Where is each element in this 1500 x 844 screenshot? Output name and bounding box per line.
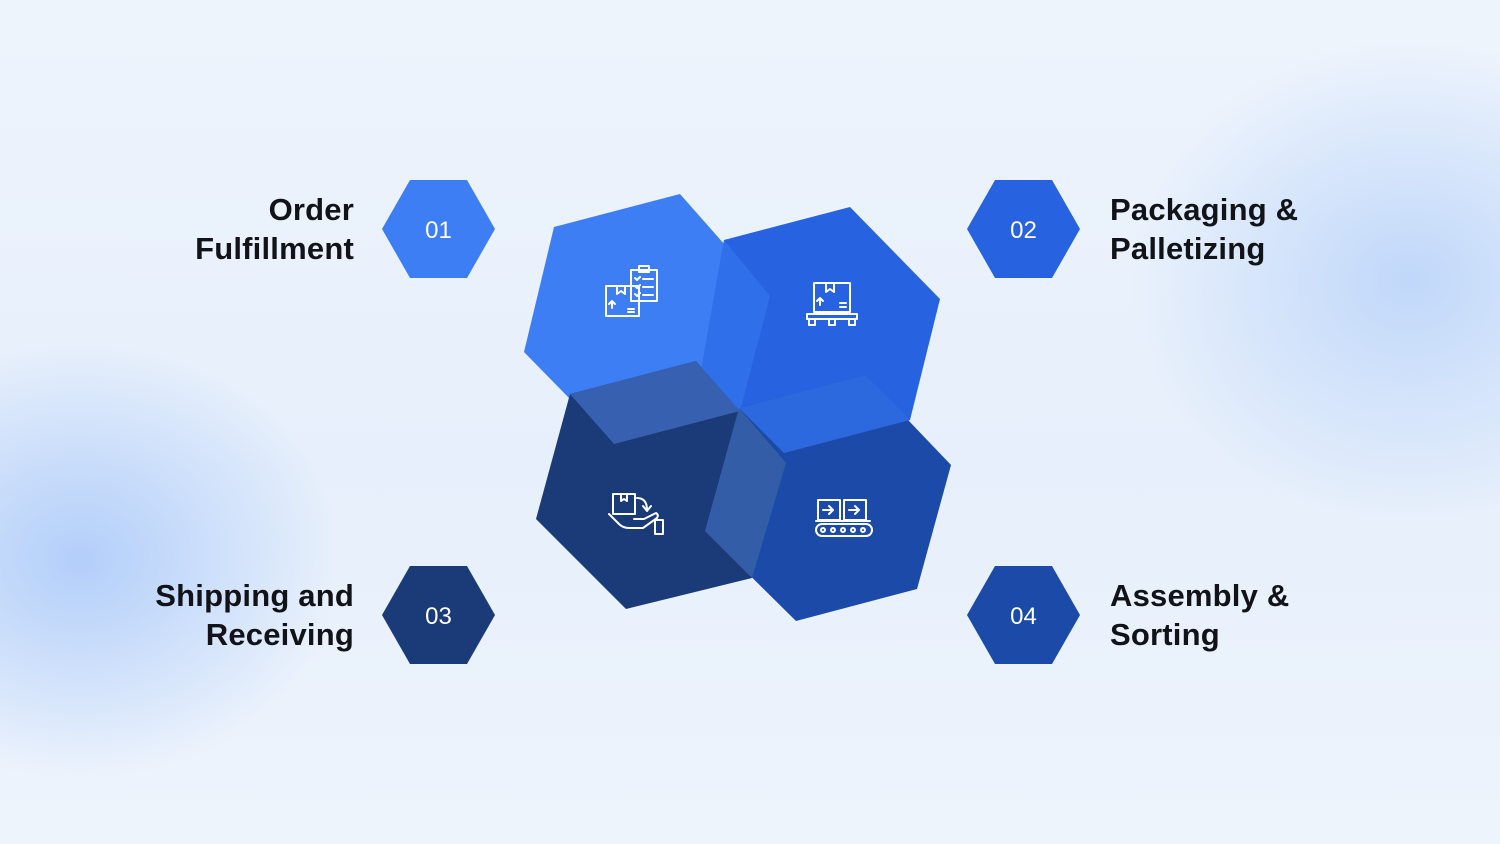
overlap-facet-1-2 — [694, 240, 770, 411]
badge-step-3: 03 — [382, 566, 495, 664]
conveyor-belt-icon — [815, 499, 873, 537]
hand-box-icon — [608, 493, 664, 535]
badge-step-1: 01 — [382, 180, 495, 278]
badge-number: 03 — [425, 603, 452, 630]
step-title-line: Sorting — [1110, 617, 1220, 652]
step-label-shipping-receiving: Shipping and Receiving — [34, 576, 354, 654]
badge-number: 01 — [425, 217, 452, 244]
step-label-assembly-sorting: Assembly & Sorting — [1110, 576, 1430, 654]
step-title-line: Assembly & — [1110, 578, 1290, 613]
badge-step-2: 02 — [967, 180, 1080, 278]
step-title-line: Palletizing — [1110, 231, 1266, 266]
hexagon-step-4 — [705, 375, 951, 621]
badge-step-4: 04 — [967, 566, 1080, 664]
box-clipboard-icon — [605, 265, 658, 317]
step-title-line: Fulfillment — [195, 231, 354, 266]
step-label-order-fulfillment: Order Fulfillment — [34, 190, 354, 268]
badge-number: 02 — [1010, 217, 1037, 244]
step-label-packaging-palletizing: Packaging & Palletizing — [1110, 190, 1430, 268]
step-title-line: Order — [268, 192, 354, 227]
overlap-facet-1-3 — [570, 361, 740, 444]
overlap-facet-3-4 — [705, 408, 786, 578]
pallet-box-icon — [806, 282, 858, 326]
step-title-line: Packaging & — [1110, 192, 1299, 227]
step-title-line: Receiving — [205, 617, 354, 652]
overlap-facet-2-4 — [739, 375, 910, 453]
step-title-line: Shipping and — [155, 578, 354, 613]
badge-number: 04 — [1010, 603, 1037, 630]
